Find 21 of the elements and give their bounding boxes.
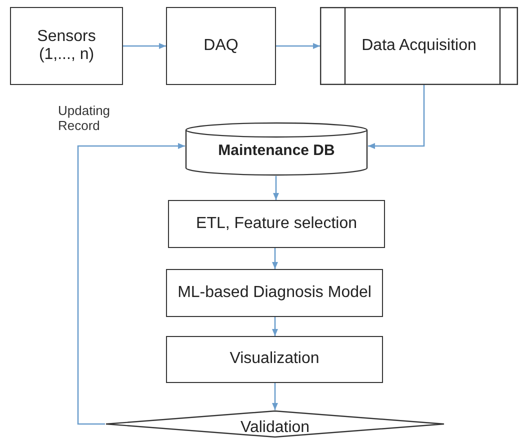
process-box (166, 7, 276, 85)
arrow (272, 248, 278, 269)
arrow (272, 317, 278, 336)
node-label: DAQ (202, 36, 240, 56)
arrow (272, 383, 278, 410)
node-label: Data Acquisition (360, 36, 478, 56)
process-box (166, 269, 383, 317)
node-label: Sensors (1,..., n) (36, 28, 97, 64)
arrow (276, 43, 320, 49)
process-box (166, 336, 383, 383)
process-box (168, 200, 385, 248)
arrow (77, 143, 185, 425)
arrow (123, 43, 166, 49)
node-label: ML-based Diagnosis Model (176, 284, 372, 302)
node-label: Visualization (228, 350, 320, 369)
node-label: Maintenance DB (217, 142, 336, 160)
arrow (368, 85, 425, 149)
node-label: Validation (240, 418, 310, 438)
process-box (10, 7, 123, 85)
node-label: ETL, Feature selection (195, 214, 358, 234)
arrow (273, 176, 279, 200)
